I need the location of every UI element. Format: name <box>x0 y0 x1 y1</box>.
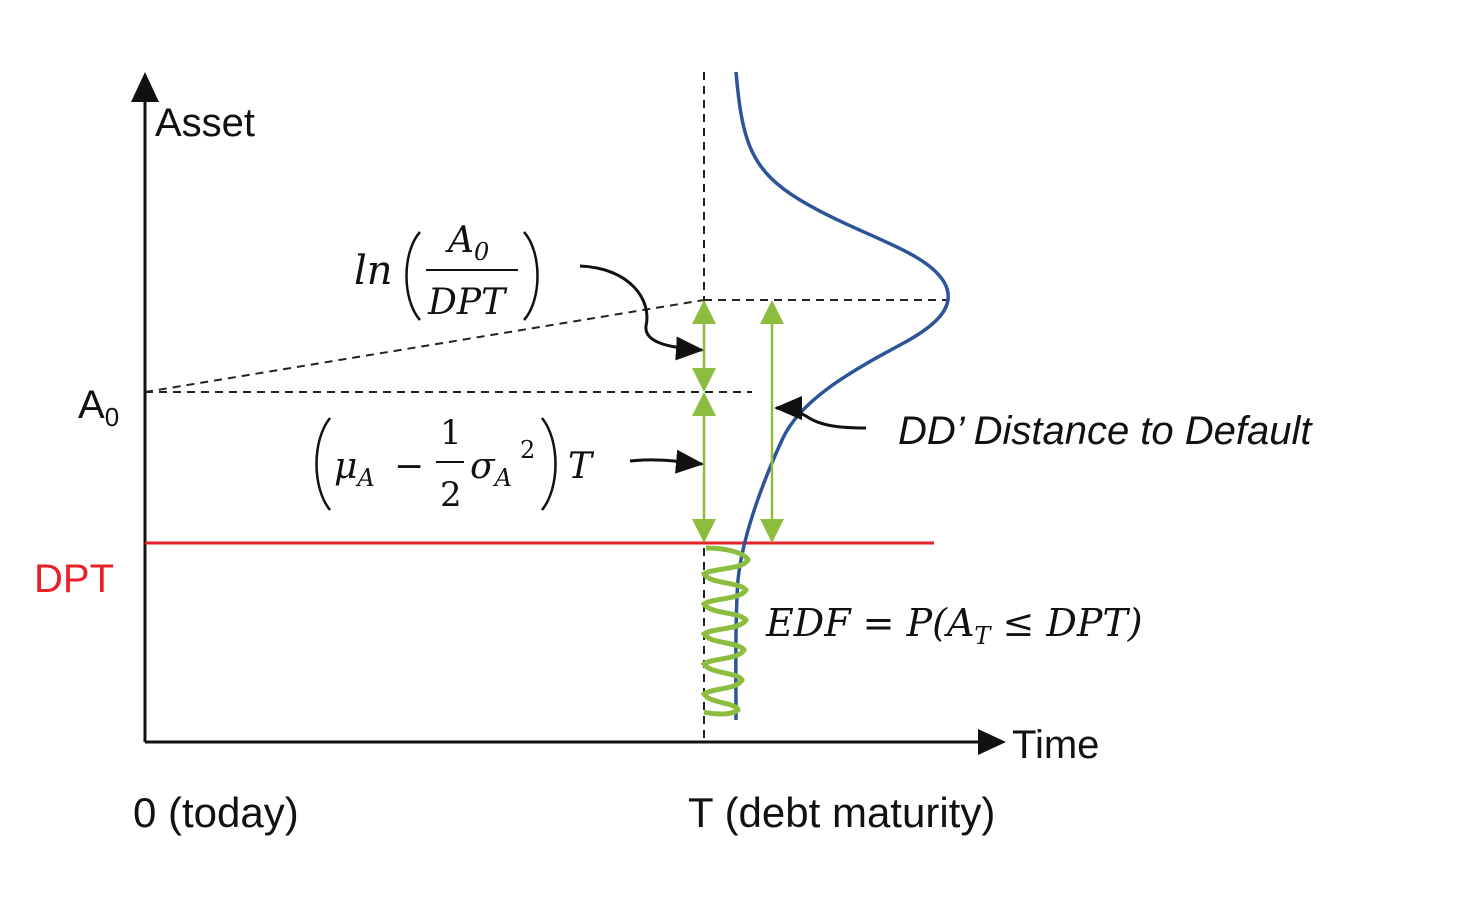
ln-denominator: DPT <box>427 282 508 323</box>
a0-label: A0 <box>78 383 119 432</box>
dd-pointer-arrow <box>774 396 867 430</box>
y-axis-arrowhead <box>131 72 159 102</box>
maturity-label: T (debt maturity) <box>688 789 995 836</box>
pointer-arrows <box>579 264 867 474</box>
drift-t: T <box>568 446 595 487</box>
green-measure-arrows <box>692 300 784 543</box>
x-axis-label: Time <box>1012 723 1099 767</box>
drift-slope-dashed-line <box>144 299 705 393</box>
drift-mu: μA <box>334 446 375 492</box>
axes <box>131 72 1006 755</box>
drift-formula: μA − 1 2 σA 2 T <box>315 413 595 515</box>
ln-numerator: A0 <box>445 220 489 266</box>
drift-half-numerator: 1 <box>440 413 462 453</box>
edf-tail-squiggle <box>700 545 751 717</box>
drift-right-paren <box>541 417 557 511</box>
origin-label: 0 (today) <box>133 789 299 836</box>
dpt-label: DPT <box>34 557 114 601</box>
x-axis-arrowhead <box>978 729 1006 755</box>
y-axis-label: Asset <box>155 101 255 145</box>
ln-ratio-formula: ln A0 DPT <box>354 220 539 323</box>
dashed-lines <box>144 72 948 742</box>
drift-sigma: σA <box>470 446 512 492</box>
dd-label: DD’ Distance to Default <box>898 409 1313 453</box>
drift-left-paren <box>315 417 331 511</box>
edf-formula: EDF = P(AT ≤ DPT) <box>765 601 1143 650</box>
ln-pointer-arrow <box>579 264 704 361</box>
drift-half-denominator: 2 <box>440 475 462 515</box>
drift-minus: − <box>394 446 424 487</box>
ln-left-paren <box>405 231 421 321</box>
asset-distribution-curve <box>734 71 950 721</box>
ln-prefix: ln <box>354 248 393 294</box>
drift-square: 2 <box>520 436 535 464</box>
drift-pointer-arrow <box>629 449 704 474</box>
ln-right-paren <box>523 231 539 321</box>
